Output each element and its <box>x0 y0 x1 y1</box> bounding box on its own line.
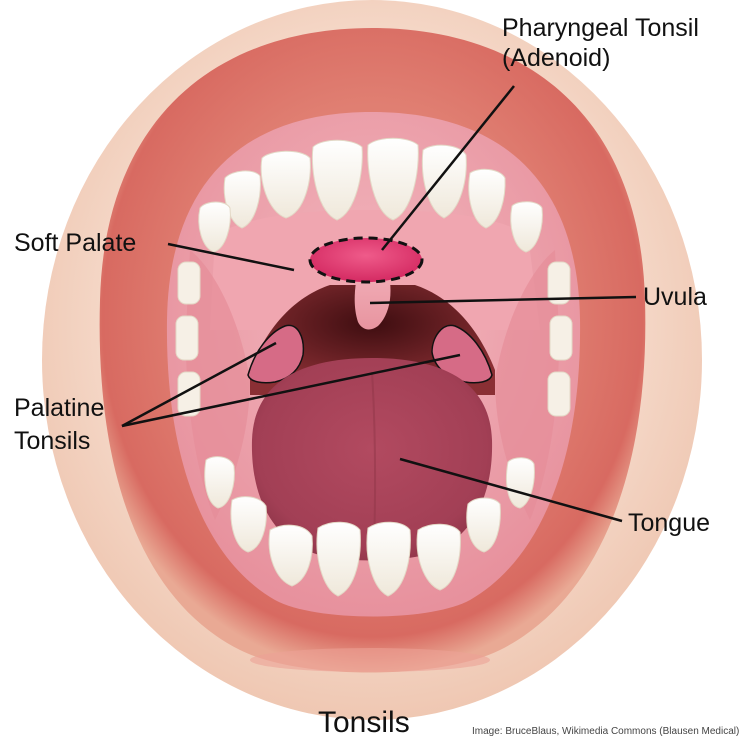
leader-soft-palate <box>167 242 295 272</box>
upper-teeth <box>198 137 543 253</box>
leader-uvula <box>369 295 637 305</box>
label-pharyngeal-tonsil: Pharyngeal Tonsil <box>502 14 699 42</box>
cheek-left <box>185 250 250 520</box>
label-adenoid: (Adenoid) <box>502 44 611 72</box>
tongue-midline <box>371 371 377 549</box>
image-credit: Image: BruceBlaus, Wikimedia Commons (Bl… <box>472 726 740 737</box>
lip-highlight <box>250 648 490 672</box>
lower-teeth <box>204 456 535 597</box>
leader-tongue <box>399 457 623 523</box>
uvula-shape <box>354 282 391 330</box>
leader-palatine-right <box>121 353 461 428</box>
diagram-title: Tonsils <box>318 706 410 739</box>
leader-pharyngeal <box>381 85 515 251</box>
cheek-right <box>495 250 560 520</box>
label-palatine: Palatine <box>14 394 105 422</box>
molars <box>175 261 573 417</box>
leader-palatine-left <box>121 341 277 428</box>
adenoid-region <box>308 236 424 284</box>
label-uvula: Uvula <box>643 283 707 311</box>
label-tonsils: Tonsils <box>14 427 91 455</box>
leader-lines <box>121 85 637 523</box>
palatine-tonsil-right-shape <box>431 324 493 384</box>
tongue-shape <box>251 358 493 561</box>
palatine-tonsil-left-shape <box>247 324 305 384</box>
label-soft-palate: Soft Palate <box>14 229 137 257</box>
label-tongue: Tongue <box>628 509 711 537</box>
